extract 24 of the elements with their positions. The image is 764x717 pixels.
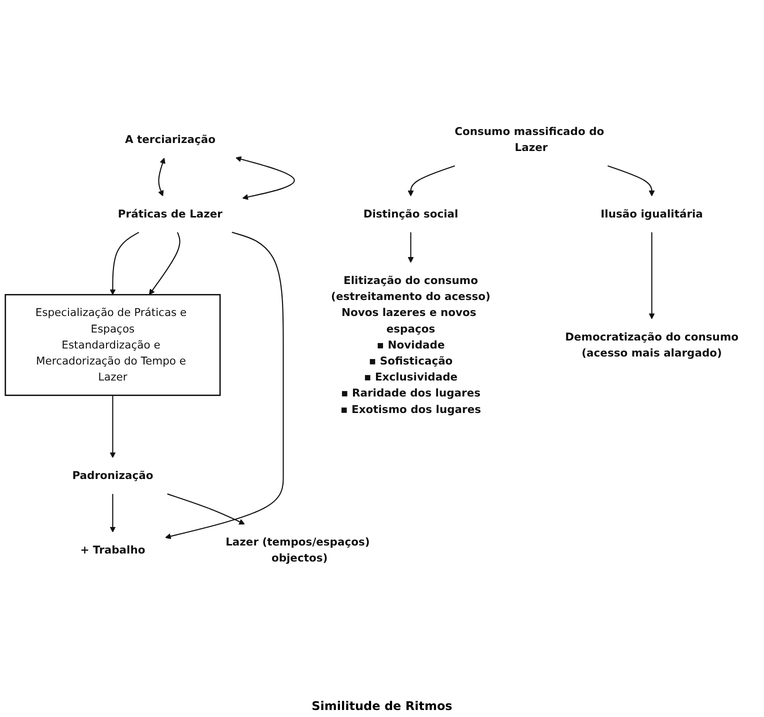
arrow (408, 232, 414, 263)
node-text: A terciarização (124, 132, 216, 146)
arrow (110, 232, 140, 295)
node-text: Democratização do consumo (acesso mais alargado) (565, 330, 739, 360)
arrow (110, 395, 116, 458)
arrow (165, 232, 284, 540)
node-text: Práticas de Lazer (118, 207, 222, 220)
note-text: Similitude de Ritmos (312, 699, 452, 713)
arrow (110, 494, 116, 532)
arrow (648, 232, 655, 320)
node-text: Padronização (72, 469, 154, 482)
node-text: Distinção social (363, 207, 458, 220)
node-text: Elitização do consumo (estreitamento do acesso) Novos lazeres e novos espaços ▪ Novidade ▪ Sofisticação ▪ Exclusividade ▪ Raridade dos lugares ▪ Exotismo dos lugares (331, 274, 490, 416)
node-text: Lazer (tempos/espaços) objectos) (226, 536, 370, 564)
arrow (236, 156, 295, 200)
node-text: + Trabalho (80, 544, 146, 556)
arrow (608, 165, 655, 196)
arrow (408, 165, 456, 196)
node-text: Ilusão igualitária (600, 207, 703, 220)
arrow (158, 158, 166, 196)
arrow (148, 232, 180, 295)
node-text: Consumo massificado do Lazer (454, 124, 604, 154)
node-box: Especialização de Práticas e Espaços Estandardização e Mercadorização do Tempo e Lazer (4, 294, 221, 396)
arrow (167, 493, 245, 525)
